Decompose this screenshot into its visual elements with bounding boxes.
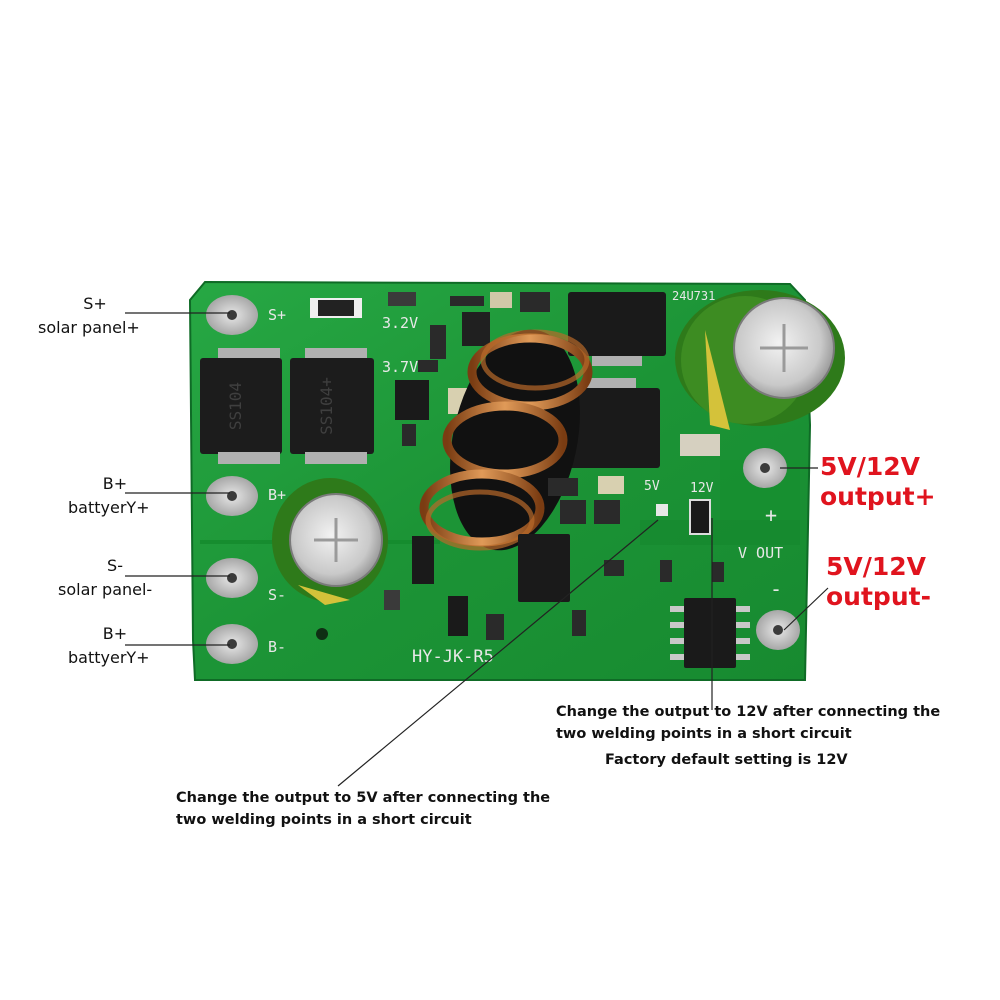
pad-b-plus bbox=[206, 476, 258, 516]
svg-text:S+: S+ bbox=[268, 306, 286, 324]
label-s-plus: S+ bbox=[60, 294, 130, 314]
svg-text:3.7V: 3.7V bbox=[382, 358, 418, 376]
pad-s-plus bbox=[206, 295, 258, 335]
output-minus-label: output- bbox=[826, 582, 931, 611]
pad-s-minus bbox=[206, 558, 258, 598]
pad-b-minus bbox=[206, 624, 258, 664]
pad-output-plus bbox=[743, 448, 787, 488]
note-12v-default: Factory default setting is 12V bbox=[605, 752, 848, 768]
svg-text:12V: 12V bbox=[690, 481, 714, 496]
svg-text:SS104+: SS104+ bbox=[317, 377, 336, 435]
note-12v-line2: two welding points in a short circuit bbox=[556, 726, 852, 742]
svg-text:B-: B- bbox=[268, 638, 286, 656]
label-solar-panel-plus: solar panel+ bbox=[38, 318, 140, 337]
svg-text:SS104: SS104 bbox=[226, 382, 245, 430]
diode-ss104-right: SS104+ bbox=[290, 348, 374, 464]
svg-text:3.2V: 3.2V bbox=[382, 314, 418, 332]
svg-text:5V: 5V bbox=[644, 479, 660, 494]
svg-text:S-: S- bbox=[268, 586, 286, 604]
toroid-inductor bbox=[419, 329, 593, 551]
pad-output-minus bbox=[756, 610, 800, 650]
note-12v-line1: Change the output to 12V after connectin… bbox=[556, 704, 941, 720]
label-battery-plus-2: battyerY+ bbox=[68, 648, 150, 667]
label-b-plus-2: B+ bbox=[102, 624, 128, 643]
label-battery-plus: battyerY+ bbox=[68, 498, 150, 517]
callout-line-5v bbox=[337, 519, 659, 787]
mosfet-lower bbox=[562, 378, 660, 468]
diode-ss104-left: SS104 bbox=[200, 348, 282, 464]
mosfet-upper bbox=[568, 292, 666, 366]
ic-8pin bbox=[670, 598, 750, 668]
svg-text:B+: B+ bbox=[268, 486, 286, 504]
label-s-plus-line1: S+ bbox=[83, 294, 107, 313]
svg-text:24U731: 24U731 bbox=[672, 289, 715, 303]
label-solar-panel-minus: solar panel- bbox=[58, 580, 153, 599]
smd-resistor-z01 bbox=[310, 298, 362, 318]
label-b-plus: B+ bbox=[102, 474, 128, 493]
svg-text:+: + bbox=[765, 503, 777, 527]
electrolytic-capacitor-left bbox=[272, 478, 388, 605]
svg-text:V OUT: V OUT bbox=[738, 544, 783, 562]
note-5v-line2: two welding points in a short circuit bbox=[176, 812, 472, 828]
output-minus-voltage: 5V/12V bbox=[826, 552, 927, 581]
electrolytic-capacitor-right bbox=[675, 290, 845, 430]
svg-text:-: - bbox=[770, 577, 782, 601]
svg-text:HY-JK-R5: HY-JK-R5 bbox=[412, 647, 494, 667]
note-5v-line1: Change the output to 5V after connecting… bbox=[176, 790, 551, 806]
output-plus-voltage: 5V/12V bbox=[820, 452, 921, 481]
callout-line-output-minus bbox=[783, 587, 829, 631]
label-s-minus: S- bbox=[107, 556, 123, 575]
output-plus-label: output+ bbox=[820, 482, 936, 511]
